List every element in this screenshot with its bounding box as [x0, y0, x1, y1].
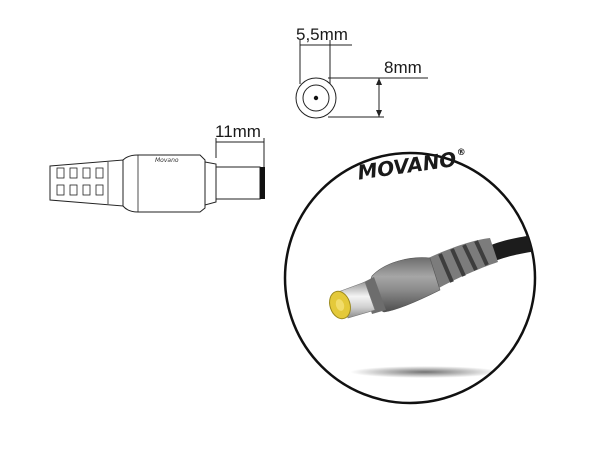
metal-tip-end: [260, 167, 265, 199]
connector-center-pin: [313, 95, 319, 101]
tip-length-label: 11mm: [215, 122, 261, 141]
strain-relief-ribs: [56, 162, 109, 204]
registered-mark: ®: [456, 147, 466, 158]
strain-relief: [49, 159, 124, 207]
plug-body-outline: [122, 154, 206, 213]
photo-plug-collar: [362, 277, 386, 314]
cable: [480, 232, 535, 264]
plug-collar: [204, 161, 217, 206]
photo-strain-relief: [420, 238, 498, 292]
side-view: 11mm Movano: [49, 122, 265, 213]
front-view: 5,5mm 8mm: [295, 25, 428, 119]
outer-diameter-label: 8mm: [384, 58, 422, 77]
metal-tip: [215, 166, 261, 200]
product-photo: MOVANO ®: [283, 147, 537, 405]
plug-shadow: [350, 366, 500, 378]
side-view-brand-label: Movano: [155, 157, 179, 164]
arrow-up-icon: [376, 78, 382, 85]
arrow-down-icon: [376, 110, 382, 117]
inner-diameter-label: 5,5mm: [296, 25, 348, 44]
photo-tip-hole: [335, 299, 345, 311]
